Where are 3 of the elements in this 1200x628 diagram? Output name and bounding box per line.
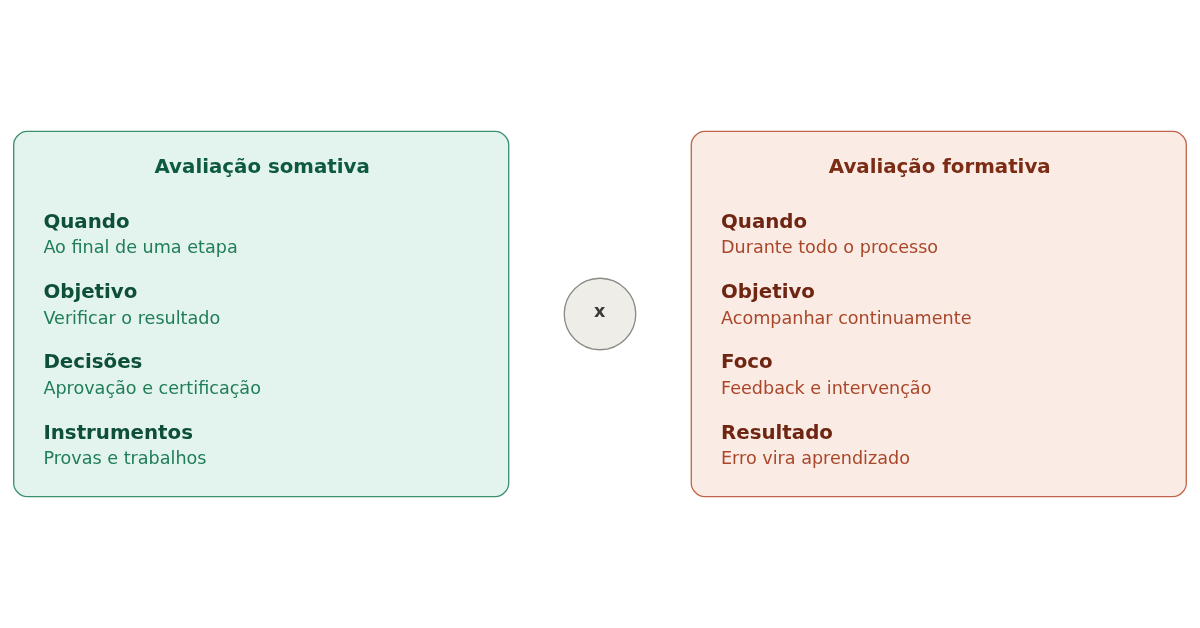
node-box: Avaliação formativa Quando Durante todo o processo Objetivo Acompanhar continuamente Foco Feedback e intervenção Resultado Erro vira aprendizado	[690, 130, 1187, 498]
node-circle: x	[563, 277, 637, 351]
node-box: Avaliação somativa Quando Ao final de uma etapa Objetivo Verificar o resultado Decisões Aprovação e certificação Instrumentos Provas e trabalhos	[13, 130, 510, 498]
